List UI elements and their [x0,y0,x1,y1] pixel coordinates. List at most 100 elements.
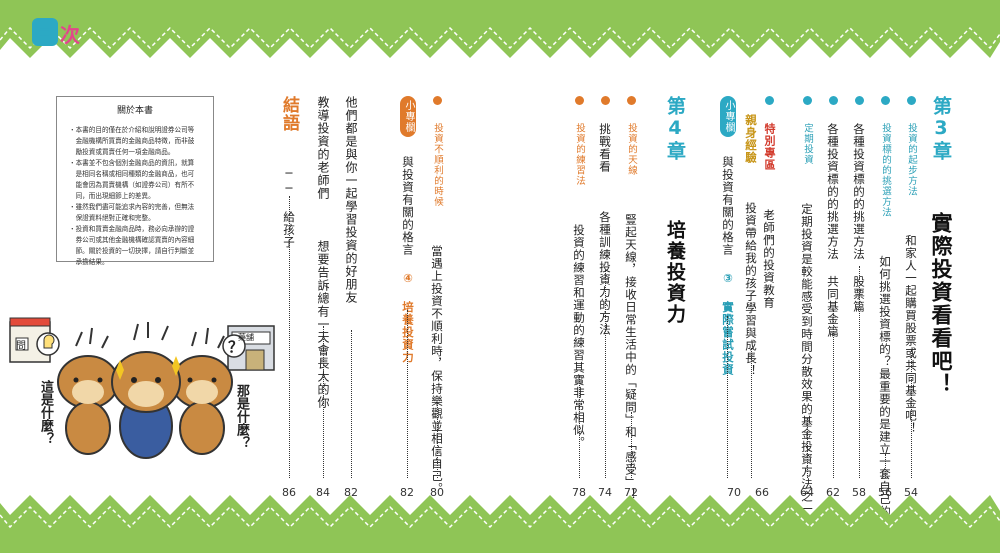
toc-item-82-text2: ④ 培養投資力 [401,271,415,364]
page-number: 58 [852,486,866,499]
about-line: 能會因為買賣機構（如證券公司）有所不 [69,181,195,189]
toc-item-66-text3: 投資帶給我的孩子學習與成長！ [744,202,758,377]
leader-line [407,310,408,478]
toc-item-62-text2: 共同基金篇 [826,275,840,339]
toc-item-80-category: 投資不順利的時候 [432,123,443,207]
leader-line [911,350,912,478]
toc-item-70[interactable]: 小專欄 與投資有關的格言 ③ 實際嘗試投資 [720,96,736,376]
page-number: 82 [344,486,358,499]
about-line: 金融機構所買賣的金融商品特徵，而非鼓 [69,137,195,145]
question-mark-icon: ？ [228,338,244,356]
squirrel-illustration: 問 藥舖 ？ 這是什麼？ 那是什麼？ [6,300,286,480]
column-badge: 小專欄 [720,96,736,137]
bullet-dot [574,96,584,105]
chapter-3-number: 第3章 [930,96,952,162]
page-number: 78 [572,486,586,499]
about-line: ・本書的目的僅在於介紹和說明證券公司等 [69,126,195,134]
toc-item-66-text: 老師們的投資教育 [762,209,776,309]
toc-item-82-friends[interactable]: 他們都是與你一起學習投資的好朋友 [344,96,358,304]
about-line: ・雖然我們盡可能追求內容的完善，但無法 [69,203,195,211]
toc-item-72[interactable]: 投資的天線 豎起天線，接收日常生活中的「疑問」和「感受」！ [624,96,638,501]
shop-sign-right: 藥舖 [238,333,254,342]
leader-line [289,196,290,478]
toc-item-80-text: 當遇上投資不順利時，保持樂觀並相信自己。 [430,245,444,495]
about-line: 節。關於投資的一切抉擇，請自行判斷並 [69,247,195,255]
leader-line [605,270,606,478]
bullet-dot [600,96,610,105]
about-line: ・本書並不包含個別金融商品的資訊，就算 [69,159,195,167]
leader-line [751,348,752,478]
leader-line [727,316,728,478]
chapter-4-number: 第4章 [664,96,686,162]
toc-item-78[interactable]: 投資的練習法 投資的練習和運動的練習其實非常相似。 [572,96,586,449]
toc-item-78-category: 投資的練習法 [574,123,585,186]
column-badge: 小專欄 [400,96,416,137]
toc-item-62[interactable]: 各種投資標的的挑選方法 共同基金篇 [826,96,840,338]
toc-logo: 目 次 [10,18,90,52]
bullet-dot [828,96,838,105]
toc-item-66-category: 特別專區 [763,123,776,171]
about-this-book-box: 關於本書 ・本書的目的僅在於介紹和說明證券公司等 金融機構所買賣的金融商品特徵，… [56,96,214,266]
leader-line [323,326,324,478]
toc-item-72-category: 投資的天線 [626,123,637,176]
toc-item-66[interactable]: 特別專區 老師們的投資教育 [762,96,776,426]
squirrels-drawing [9,317,275,459]
toc-item-54-category: 投資的起步方法 [906,123,917,197]
toc-item-70-text2: ③ 實際嘗試投資 [721,271,735,376]
bullet-dot [432,96,442,105]
toc-item-54[interactable]: 投資的起步方法 和家人一起購買股票或共同基金吧！ [904,96,918,435]
about-line: 保證資料絕對正確和完整。 [69,214,155,222]
page-number: 74 [598,486,612,499]
page-number: 86 [282,486,296,499]
toc-item-84[interactable]: 教導投資的老師們 想要告訴總有一天會長大的你 [316,96,330,409]
toc-item-64[interactable]: 定期投資 定期投資是較能感受到時間分散效果的基金投資方法之一。 [800,96,814,528]
page-number: 80 [430,486,444,499]
toc-item-86-title: 結語 [279,96,299,132]
leader-line [631,412,632,478]
leader-line [807,418,808,478]
about-line: 承擔結果。 [69,258,109,266]
toc-item-66-line2[interactable]: 親身經驗 投資帶給我的孩子學習與成長！ [744,114,758,377]
toc-item-82-text: 與投資有關的格言 [401,156,415,256]
toc-item-80[interactable]: 投資不順利的時候 當遇上投資不順利時，保持樂觀並相信自己。 [430,96,444,495]
toc-item-56-text: 如何挑選投資標的？最重要的是建立一套自己的規則。 [878,255,892,556]
page-number: 82 [400,486,414,499]
toc-item-54-text: 和家人一起購買股票或共同基金吧！ [904,234,918,435]
toc-item-70-text: 與投資有關的格言 [721,156,735,256]
toc-item-56-category: 投資標的的挑選方法 [880,123,891,218]
leader-line [859,266,860,478]
bullet-dot [802,96,812,105]
about-line: 是相同名稱或相同種類的金融商品，也可 [69,170,195,178]
speech-left: 這是什麼？ [38,380,53,445]
bullet-dot [626,96,636,105]
toc-item-56[interactable]: 投資標的的挑選方法 如何挑選投資標的？最重要的是建立一套自己的規則。 [878,96,892,556]
toc-item-64-category: 定期投資 [802,123,813,165]
about-line: 券公司或其他金融機構確認買賣的內容細 [69,236,195,244]
toc-item-78-text: 投資的練習和運動的練習其實非常相似。 [572,224,586,449]
toc-title-char-1: 目 [32,18,59,46]
bottom-zigzag-border [0,495,1000,553]
top-zigzag-border [0,0,1000,60]
page-number: 70 [727,486,741,499]
chapter-3-title: 實際投資看看吧！ [929,212,953,396]
bullet-dot [880,96,890,105]
chapter-3-heading: 第3章 實際投資看看吧！ [926,96,956,396]
toc-item-62-text: 各種投資標的的挑選方法 [826,123,840,261]
page-number: 84 [316,486,330,499]
page-number: 56 [878,486,892,499]
toc-item-84-text: 教導投資的老師們 [316,96,330,200]
toc-item-82-column[interactable]: 小專欄 與投資有關的格言 ④ 培養投資力 [400,96,416,364]
bullet-dot [764,96,774,105]
about-box-title: 關於本書 [116,106,153,116]
toc-item-82-friends-text: 他們都是與你一起學習投資的好朋友 [344,96,358,304]
leader-line [833,310,834,478]
leader-line [579,376,580,478]
chapter-4-title: 培養投資力 [664,220,686,325]
leader-line [885,454,886,478]
toc-item-86[interactable]: 結語 ── 給孩子 [279,96,299,249]
leader-line [437,402,438,478]
toc-item-84-text2: 想要告訴總有一天會長大的你 [316,240,330,409]
toc-item-86-dash: ── [282,166,296,196]
page-number: 72 [624,486,638,499]
page-number: 66 [755,486,769,499]
